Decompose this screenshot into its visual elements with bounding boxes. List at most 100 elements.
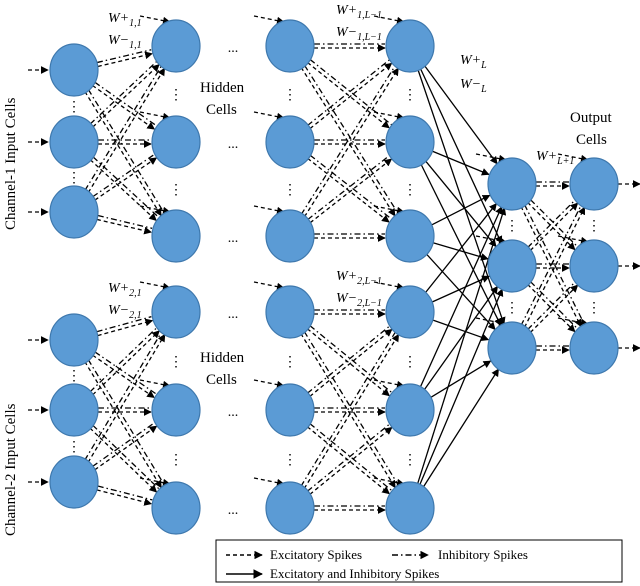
c2-layerL-inh-edge xyxy=(309,325,393,394)
legend-box xyxy=(215,539,623,583)
neuron-c2_hidL-1 xyxy=(265,383,315,437)
neuron-c2_input-0 xyxy=(49,313,99,367)
svg-text:W−L: W−L xyxy=(460,77,487,95)
external-arrow-edge xyxy=(139,379,171,389)
c2-layer1-inh-edge xyxy=(89,327,158,393)
external-arrow-edge xyxy=(373,111,405,121)
c2-layer1-exc-edge xyxy=(96,489,153,506)
vertical-dots: ⋮ xyxy=(283,183,297,198)
vertical-dots: ⋮ xyxy=(67,369,81,384)
neuron-c1_input-2 xyxy=(49,185,99,239)
c2-layer1-exc-edge xyxy=(89,427,158,493)
external-arrow-edge xyxy=(139,477,171,487)
c1-layerL-inh-edge xyxy=(307,59,390,126)
horizontal-dots: ... xyxy=(228,137,239,152)
c2-layerL-inh-edge xyxy=(309,423,393,492)
c1-layerL-inh-edge xyxy=(300,65,396,215)
c2-to-conv-solid-edge xyxy=(419,206,503,389)
c1-layer1-inh-edge xyxy=(92,153,155,198)
svg-text:W+1,L−1: W+1,L−1 xyxy=(336,3,382,21)
svg-text:W+2,L−1: W+2,L−1 xyxy=(336,269,382,287)
neuron-c1_hid1-1 xyxy=(151,115,201,169)
neuron-c1_last-2 xyxy=(385,209,435,263)
c2-to-conv-solid-edge xyxy=(418,288,504,487)
weight-w2L: W+2,L−1 W−2,L−1 xyxy=(336,269,382,309)
c1-layerL-inh-edge xyxy=(309,58,393,126)
c1-layer1-exc-edge xyxy=(96,218,152,235)
legend-excitatory: Excitatory Spikes xyxy=(270,547,362,562)
vertical-dots: ⋮ xyxy=(169,355,183,370)
neuron-c1_hid1-2 xyxy=(151,209,201,263)
external-arrow-edge xyxy=(253,477,285,487)
external-arrow-edge xyxy=(253,281,285,291)
output-label-line1: Output xyxy=(570,110,613,126)
external-arrow-edge xyxy=(557,153,589,163)
c2-layerL-inh-edge xyxy=(306,423,390,492)
neuron-c1_last-0 xyxy=(385,19,435,73)
c1-to-conv-solid-edge xyxy=(419,67,503,245)
svg-text:W+1,1: W+1,1 xyxy=(108,11,142,29)
c1-to-conv-solid-edge xyxy=(423,64,498,165)
neuron-c2_last-1 xyxy=(385,383,435,437)
neuron-conv-1 xyxy=(487,239,537,293)
neuron-c2_input-2 xyxy=(49,455,99,509)
c1-layerL-inh-edge xyxy=(309,154,392,220)
horizontal-dots: ... xyxy=(228,231,239,246)
external-arrow-edge xyxy=(373,281,405,291)
external-arrow-edge xyxy=(475,317,507,327)
hidden1-label-line2: Cells xyxy=(206,102,237,118)
c2-layer1-inh-edge xyxy=(92,422,155,468)
neuron-conv-2 xyxy=(487,321,537,375)
c2-layerL-exc-edge xyxy=(309,328,393,397)
vertical-dots: ⋮ xyxy=(587,301,601,316)
vertical-dots: ⋮ xyxy=(403,355,417,370)
conv-to-out-inh-edge xyxy=(527,281,576,331)
c1-layer1-exc-edge xyxy=(84,91,162,217)
conv-to-out-inh-edge xyxy=(520,205,582,326)
c2-layerL-exc-edge xyxy=(300,333,396,489)
conv-to-out-inh-edge xyxy=(529,281,579,330)
svg-text:W+2,1: W+2,1 xyxy=(108,281,142,299)
output-label-line2: Cells xyxy=(576,132,607,148)
weight-w21: W+2,1 W−2,1 xyxy=(108,281,142,321)
weight-wL: W+L W−L xyxy=(460,53,487,95)
hidden2-label-line1: Hidden xyxy=(200,350,245,366)
vertical-dots: ⋮ xyxy=(169,183,183,198)
c2-layer1-inh-edge xyxy=(84,332,162,461)
c2-layerL-inh-edge xyxy=(306,325,390,394)
hidden1-label-line1: Hidden xyxy=(200,80,245,96)
hidden2-label-line2: Cells xyxy=(206,372,237,388)
vertical-dots: ⋮ xyxy=(587,219,601,234)
edges-layer xyxy=(28,15,640,514)
external-arrow-edge xyxy=(139,15,171,25)
legend-inhibitory: Inhibitory Spikes xyxy=(438,547,528,562)
c1-layerL-exc-edge xyxy=(307,62,390,129)
external-arrow-edge xyxy=(373,477,405,487)
neuron-c2_last-0 xyxy=(385,285,435,339)
vertical-dots: ⋮ xyxy=(283,453,297,468)
c2-layerL-exc-edge xyxy=(306,426,390,495)
legend-both: Excitatory and Inhibitory Spikes xyxy=(270,566,439,581)
horizontal-dots: ... xyxy=(228,405,239,420)
c1-layerL-exc-edge xyxy=(307,157,390,223)
c2-layer1-exc-edge xyxy=(97,318,154,337)
horizontal-dots: ... xyxy=(228,503,239,518)
svg-text:W−2,L−1: W−2,L−1 xyxy=(336,291,382,309)
c1-layer1-exc-edge xyxy=(92,64,160,128)
vertical-dots: ⋮ xyxy=(403,88,417,103)
neuron-c2_hidL-0 xyxy=(265,285,315,339)
neuron-c1_hidL-2 xyxy=(265,209,315,263)
external-arrow-edge xyxy=(253,111,285,121)
vertical-dots: ⋮ xyxy=(403,453,417,468)
c1-layer1-inh-edge xyxy=(87,89,166,214)
neuron-c2_hid1-2 xyxy=(151,481,201,535)
horizontal-dots: ... xyxy=(228,307,239,322)
vertical-dots: ⋮ xyxy=(67,171,81,186)
c2-layerL-inh-edge xyxy=(300,331,396,487)
c2-layer1-exc-edge xyxy=(87,333,166,463)
c1-layerL-exc-edge xyxy=(309,158,393,224)
svg-text:W+L: W+L xyxy=(460,53,487,71)
conv-to-out-exc-edge xyxy=(520,206,582,328)
c2-layer1-inh-edge xyxy=(92,424,160,490)
neuron-c1_last-1 xyxy=(385,115,435,169)
